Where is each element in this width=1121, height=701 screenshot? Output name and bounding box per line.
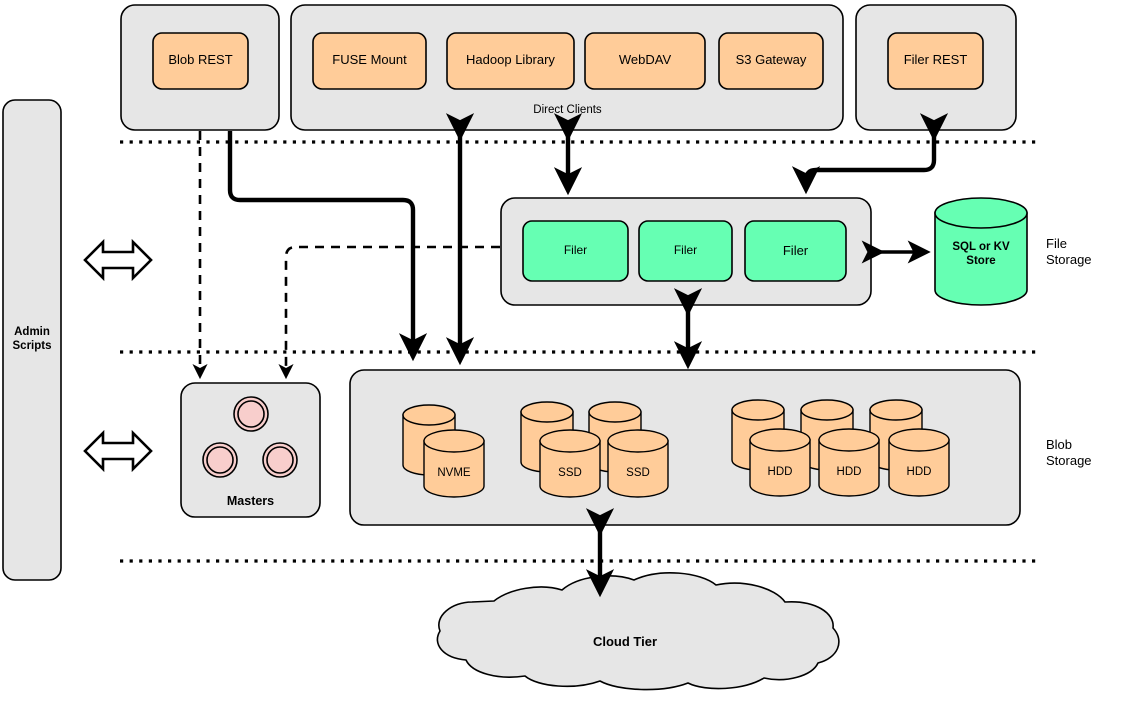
volume-disk-hdd-front-2: [888, 428, 950, 497]
client-box-blob-rest[interactable]: [152, 32, 249, 90]
volume-group-nvme[interactable]: [402, 404, 485, 498]
client-label-blob-rest: Blob REST: [168, 52, 233, 67]
direct-clients-caption: Direct Clients: [533, 104, 602, 116]
admin-arrow-file: [83, 238, 153, 282]
masters-label: Masters: [226, 494, 275, 508]
admin-arrow-blob: [83, 429, 153, 473]
filer-label-1: Filer: [673, 243, 698, 257]
file-storage-label-line1: File: [1046, 236, 1067, 251]
client-box-s3-gateway[interactable]: [718, 32, 824, 90]
client-label-webdav: WebDAV: [618, 52, 672, 67]
connector-filer-to-masters-dashed: [278, 245, 500, 380]
masters-container: [180, 382, 321, 518]
cloud-tier-shape[interactable]: [436, 572, 840, 691]
sql-or-kv-store-cylinder[interactable]: [934, 197, 1028, 306]
cloud-tier-label: Cloud Tier: [592, 634, 658, 649]
client-label-filer-rest: Filer REST: [903, 52, 968, 67]
master-node-1[interactable]: [202, 442, 238, 478]
volume-group-hdd[interactable]: [731, 399, 950, 497]
file-storage-label-line2: Storage: [1046, 252, 1092, 268]
client-box-webdav[interactable]: [584, 32, 706, 90]
admin-scripts-label-line1: Admin: [14, 326, 50, 338]
volume-label-hdd-2: HDD: [906, 466, 932, 478]
filer-box-2[interactable]: [744, 220, 847, 282]
volume-label-hdd-0: HDD: [767, 466, 793, 478]
volume-disk-hdd-front-1: [818, 428, 880, 497]
volume-group-ssd[interactable]: [520, 401, 669, 498]
master-node-2[interactable]: [262, 442, 298, 478]
client-box-hadoop-library[interactable]: [446, 32, 575, 90]
filer-label-0: Filer: [563, 243, 588, 257]
client-box-filer-rest[interactable]: [887, 32, 984, 90]
blob-storage-side-label: Blob Storage: [1046, 437, 1121, 470]
sql-or-kv-store-label: SQL or KV Store: [935, 240, 1027, 269]
connector-blob-rest-to-volumes: [227, 131, 428, 362]
filer-box-1[interactable]: [638, 220, 733, 282]
client-label-fuse-mount: FUSE Mount: [332, 52, 407, 67]
blob-storage-label-line1: Blob: [1046, 437, 1073, 452]
admin-scripts-panel[interactable]: [2, 99, 62, 581]
volume-label-ssd-0: SSD: [558, 467, 582, 479]
volume-disk-nvme-front-0: [423, 429, 485, 498]
connector-filer-rest-to-filer: [791, 113, 949, 195]
store-label-line1: SQL or KV: [952, 241, 1010, 253]
volume-label-ssd-1: SSD: [626, 467, 650, 479]
filer-label-2: Filer: [782, 243, 809, 258]
volume-disk-hdd-front-0: [749, 428, 811, 497]
volume-disk-ssd-front-1: [607, 429, 669, 498]
admin-scripts-label: Admin Scripts: [3, 325, 61, 354]
client-label-s3-gateway: S3 Gateway: [735, 52, 807, 67]
volume-label-nvme: NVME: [437, 467, 471, 479]
client-box-fuse-mount[interactable]: [312, 32, 427, 90]
filer-box-0[interactable]: [522, 220, 629, 282]
volume-label-hdd-1: HDD: [836, 466, 862, 478]
volume-disk-ssd-front-0: [539, 429, 601, 498]
blob-storage-label-line2: Storage: [1046, 453, 1092, 469]
file-storage-side-label: File Storage: [1046, 236, 1121, 269]
client-label-hadoop-library: Hadoop Library: [466, 52, 555, 67]
admin-scripts-label-line2: Scripts: [12, 340, 52, 353]
store-label-line2: Store: [966, 255, 996, 268]
master-node-0[interactable]: [233, 396, 269, 432]
